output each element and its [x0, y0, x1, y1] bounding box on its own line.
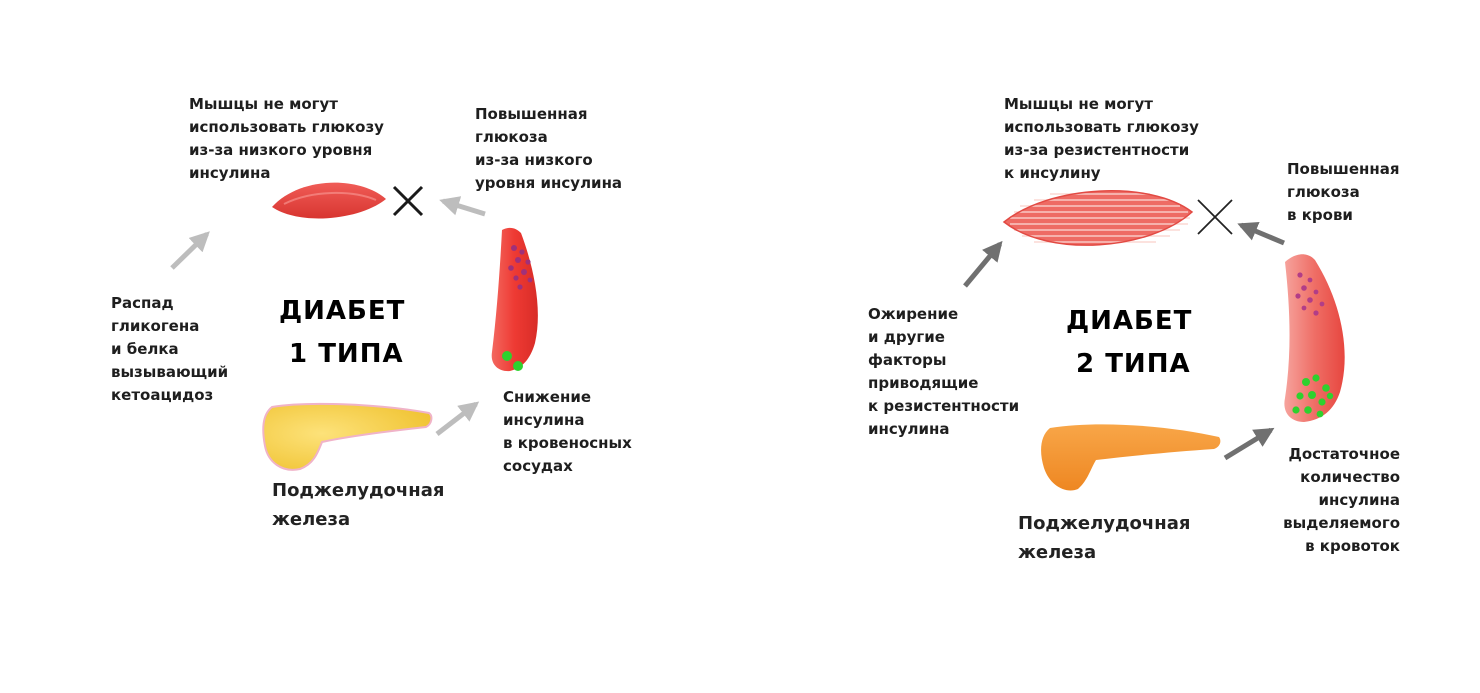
type1-breakdown-label: Распад гликогена и белка вызывающий кето… — [111, 294, 229, 404]
type1-blood-vessel-icon — [491, 227, 538, 372]
type1-arrow-insulin-icon — [435, 401, 480, 436]
type2-glucose-label: Повышенная глюкоза в крови — [1287, 160, 1400, 224]
type1-muscle-icon — [272, 182, 386, 219]
type2-blood-vessel-icon — [1284, 254, 1345, 422]
type2-pancreas-label: Поджелудочная железа — [1018, 513, 1191, 563]
type1-pancreas-label: Поджелудочная железа — [272, 480, 445, 530]
type1-cross-icon — [392, 185, 424, 217]
type2-obesity-label: Ожирение и другие факторы приводящие к р… — [868, 305, 1020, 438]
type2-title: ДИАБЕТ 2 ТИПА — [1066, 306, 1193, 379]
type1-insulin-label: Снижение инсулина в кровеносных сосудах — [503, 388, 632, 475]
type2-pancreas-icon — [1041, 424, 1221, 491]
type2-muscle-label: Мышцы не могут использовать глюкозу из-з… — [1004, 95, 1199, 182]
type2-arrow-insulin-icon — [1223, 427, 1275, 461]
type1-arrow-glucose-icon — [439, 196, 486, 217]
type1-arrow-breakdown-icon — [170, 231, 210, 270]
type2-arrow-glucose-icon — [1237, 221, 1285, 246]
type2-muscle-icon — [1002, 190, 1194, 246]
type1-pancreas-icon — [262, 402, 433, 471]
type1-glucose-label: Повышенная глюкоза из-за низкого уровня … — [475, 105, 623, 192]
type2-arrow-obesity-icon — [963, 240, 1003, 288]
type1-muscle-label: Мышцы не могут использовать глюкозу из-з… — [189, 95, 384, 182]
type1-title: ДИАБЕТ 1 ТИПА — [279, 296, 406, 369]
type2-cross-icon — [1197, 199, 1233, 235]
type2-insulin-label: Достаточное количество инсулина выделяем… — [1283, 445, 1400, 555]
